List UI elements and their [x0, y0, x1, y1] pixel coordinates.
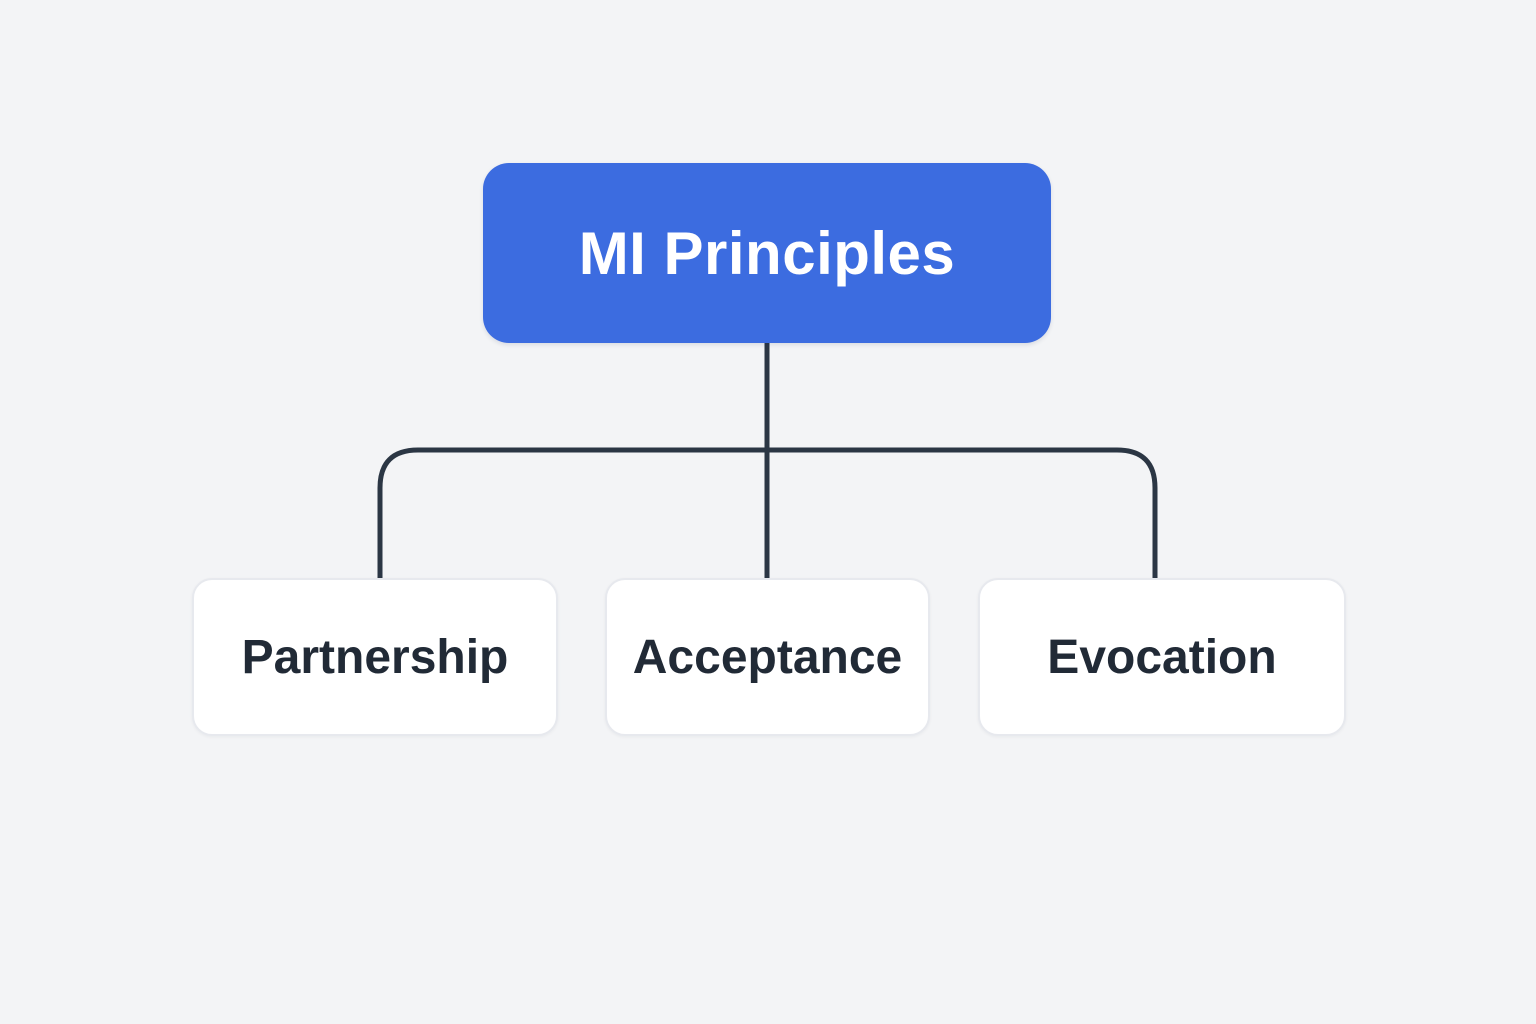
- child-node-label: Partnership: [241, 630, 509, 684]
- child-node-acceptance: Acceptance: [605, 578, 930, 736]
- edge-bus-to-partnership-and-evocation: [377, 447, 1158, 578]
- child-node-label: Acceptance: [632, 630, 903, 684]
- child-node-partnership: Partnership: [192, 578, 558, 736]
- child-node-label: Evocation: [1047, 630, 1277, 684]
- child-node-evocation: Evocation: [978, 578, 1346, 736]
- root-node-mi-principles: MI Principles: [483, 163, 1051, 343]
- root-node-label: MI Principles: [578, 219, 956, 287]
